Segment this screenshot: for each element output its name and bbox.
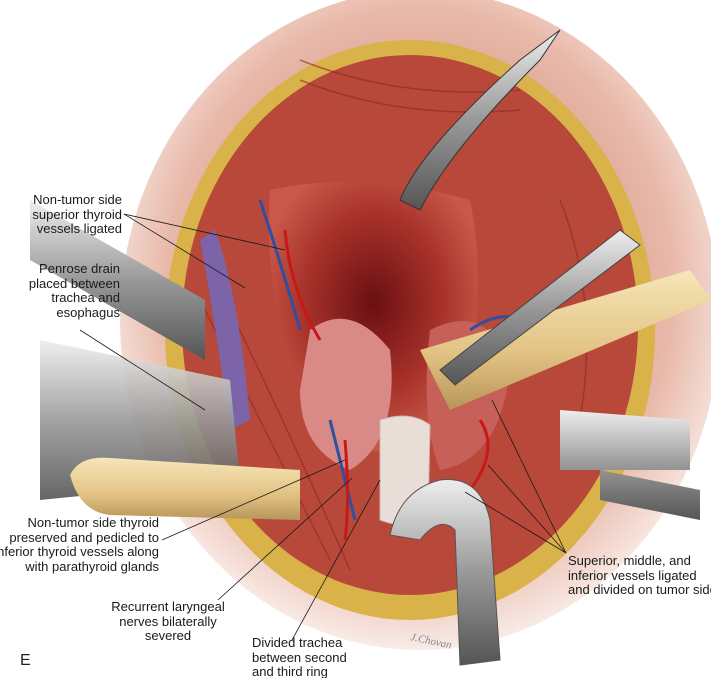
- forceps-upper: [399, 29, 561, 211]
- label-recurrent-laryngeal-nerves: Recurrent laryngeal nerves bilaterally s…: [111, 599, 225, 643]
- jugular-vein: [200, 230, 250, 430]
- endotracheal-tube: [389, 479, 501, 666]
- forceps-lower: [439, 229, 641, 386]
- retractor-right: [560, 410, 700, 520]
- thyroid-lobe-left: [300, 318, 392, 470]
- leader-lines: [79, 213, 567, 641]
- label-thyroid-preserved: Non-tumor side thyroid preserved and ped…: [0, 515, 159, 574]
- label-superior-thyroid-vessels: Non-tumor side superior thyroid vessels …: [32, 192, 122, 236]
- panel-letter: E: [20, 652, 31, 669]
- label-penrose-drain: Penrose drain placed between trachea and…: [28, 261, 120, 320]
- label-divided-trachea: Divided trachea between second and third…: [252, 635, 347, 678]
- vessels-red: [283, 229, 490, 541]
- label-tumor-side-vessels: Superior, middle, and inferior vessels l…: [568, 553, 711, 597]
- penrose-drain-right: [420, 270, 711, 410]
- retractor-left-upper: [30, 200, 205, 360]
